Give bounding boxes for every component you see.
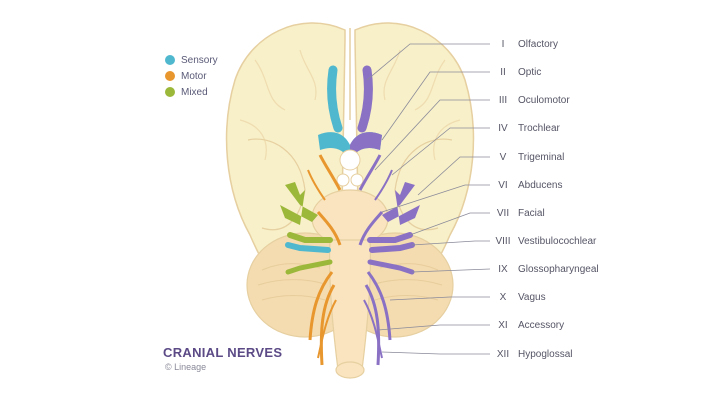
mammillary-right xyxy=(350,173,364,187)
nerve-numeral: IV xyxy=(498,122,508,134)
nerve-name: Trigeminal xyxy=(518,151,565,163)
legend-item-mixed: Mixed xyxy=(165,84,218,100)
oculomotor-right xyxy=(358,154,382,191)
vagus-right xyxy=(366,271,392,341)
nerve-numeral: V xyxy=(499,151,507,163)
trigeminal-left xyxy=(280,182,318,225)
legend-item-motor: Motor xyxy=(165,68,218,84)
olfactory-left xyxy=(327,65,343,133)
vestibulocochlear-right xyxy=(369,242,415,253)
nerve-name: Abducens xyxy=(518,179,563,191)
nerve-label-facial: VII Facial xyxy=(490,206,545,220)
nerve-label-optic: II Optic xyxy=(490,65,541,79)
cerebellum-folia xyxy=(257,263,443,301)
trigeminal-right xyxy=(382,182,420,225)
vestibulocochlear-left xyxy=(285,242,331,253)
nerve-numeral: III xyxy=(498,94,508,106)
glossopharyngeal-right xyxy=(367,259,415,275)
nerve-label-vagus: X Vagus xyxy=(490,290,546,304)
diagram-title: CRANIAL NERVES xyxy=(163,345,283,360)
nerve-numeral: IX xyxy=(498,263,508,275)
nerve-name: Olfactory xyxy=(518,38,559,50)
nerve-label-hypoglossal: XII Hypoglossal xyxy=(490,347,573,361)
legend-item-sensory: Sensory xyxy=(165,52,218,68)
nerve-name: Vestibulocochlear xyxy=(518,235,597,247)
trochlear-left xyxy=(307,169,326,201)
nerve-name: Trochlear xyxy=(518,122,560,134)
nerve-numeral: I xyxy=(501,38,505,50)
nerve-label-trigeminal: V Trigeminal xyxy=(490,150,565,164)
abducens-right xyxy=(358,211,384,246)
nerve-numeral: VII xyxy=(496,207,510,219)
nerve-numeral: VIII xyxy=(495,235,511,247)
vagus-left xyxy=(308,271,334,341)
legend: Sensory Motor Mixed xyxy=(165,52,218,100)
nerve-label-olfactory: I Olfactory xyxy=(490,37,558,51)
gyri-left xyxy=(239,49,317,161)
nerve-label-vestibulocochlear: VIII Vestibulocochlear xyxy=(490,234,596,248)
pituitary xyxy=(339,149,361,171)
facial-left xyxy=(287,232,333,243)
accessory-left xyxy=(319,284,336,366)
olfactory-right xyxy=(357,65,373,133)
facial-right xyxy=(367,232,413,243)
nerve-numeral: X xyxy=(499,291,507,303)
copyright-credit: © Lineage xyxy=(165,362,207,372)
gyri-right xyxy=(383,49,461,161)
nerve-name: Facial xyxy=(518,207,545,219)
glossopharyngeal-left xyxy=(285,259,333,275)
abducens-left xyxy=(316,211,342,246)
nerve-numeral: XII xyxy=(496,348,510,360)
nerve-label-abducens: VI Abducens xyxy=(490,178,562,192)
spinal-cord-cut xyxy=(335,361,365,379)
nerve-numeral: XI xyxy=(498,319,508,331)
nerve-label-trochlear: IV Trochlear xyxy=(490,121,560,135)
mixed-swatch xyxy=(165,87,175,97)
oculomotor-left xyxy=(318,154,342,191)
nerve-label-oculomotor: III Oculomotor xyxy=(490,93,570,107)
nerve-name: Accessory xyxy=(518,319,565,331)
leader-lines xyxy=(366,43,491,355)
legend-label: Sensory xyxy=(181,54,218,66)
nerve-name: Vagus xyxy=(518,291,546,303)
mammillary-left xyxy=(336,173,350,187)
nerve-name: Optic xyxy=(518,66,542,78)
trochlear-right xyxy=(374,169,393,201)
nerve-numeral: II xyxy=(500,66,506,78)
hypoglossal-right xyxy=(363,299,383,359)
temporal-lobe-right xyxy=(394,138,453,231)
nerve-numeral: VI xyxy=(498,179,508,191)
legend-label: Mixed xyxy=(181,86,208,98)
sensory-swatch xyxy=(165,55,175,65)
optic-chiasm-right xyxy=(350,132,382,158)
nerve-name: Hypoglossal xyxy=(518,348,573,360)
nerve-label-glossopharyngeal: IX Glossopharyngeal xyxy=(490,262,599,276)
temporal-lobe-left xyxy=(247,138,306,231)
nerve-name: Oculomotor xyxy=(518,94,570,106)
legend-label: Motor xyxy=(181,70,207,82)
nerve-label-accessory: XI Accessory xyxy=(490,318,564,332)
motor-swatch xyxy=(165,71,175,81)
hypoglossal-left xyxy=(317,299,337,359)
accessory-right xyxy=(364,284,381,366)
medulla xyxy=(328,239,372,371)
nerve-name: Glossopharyngeal xyxy=(518,263,599,275)
